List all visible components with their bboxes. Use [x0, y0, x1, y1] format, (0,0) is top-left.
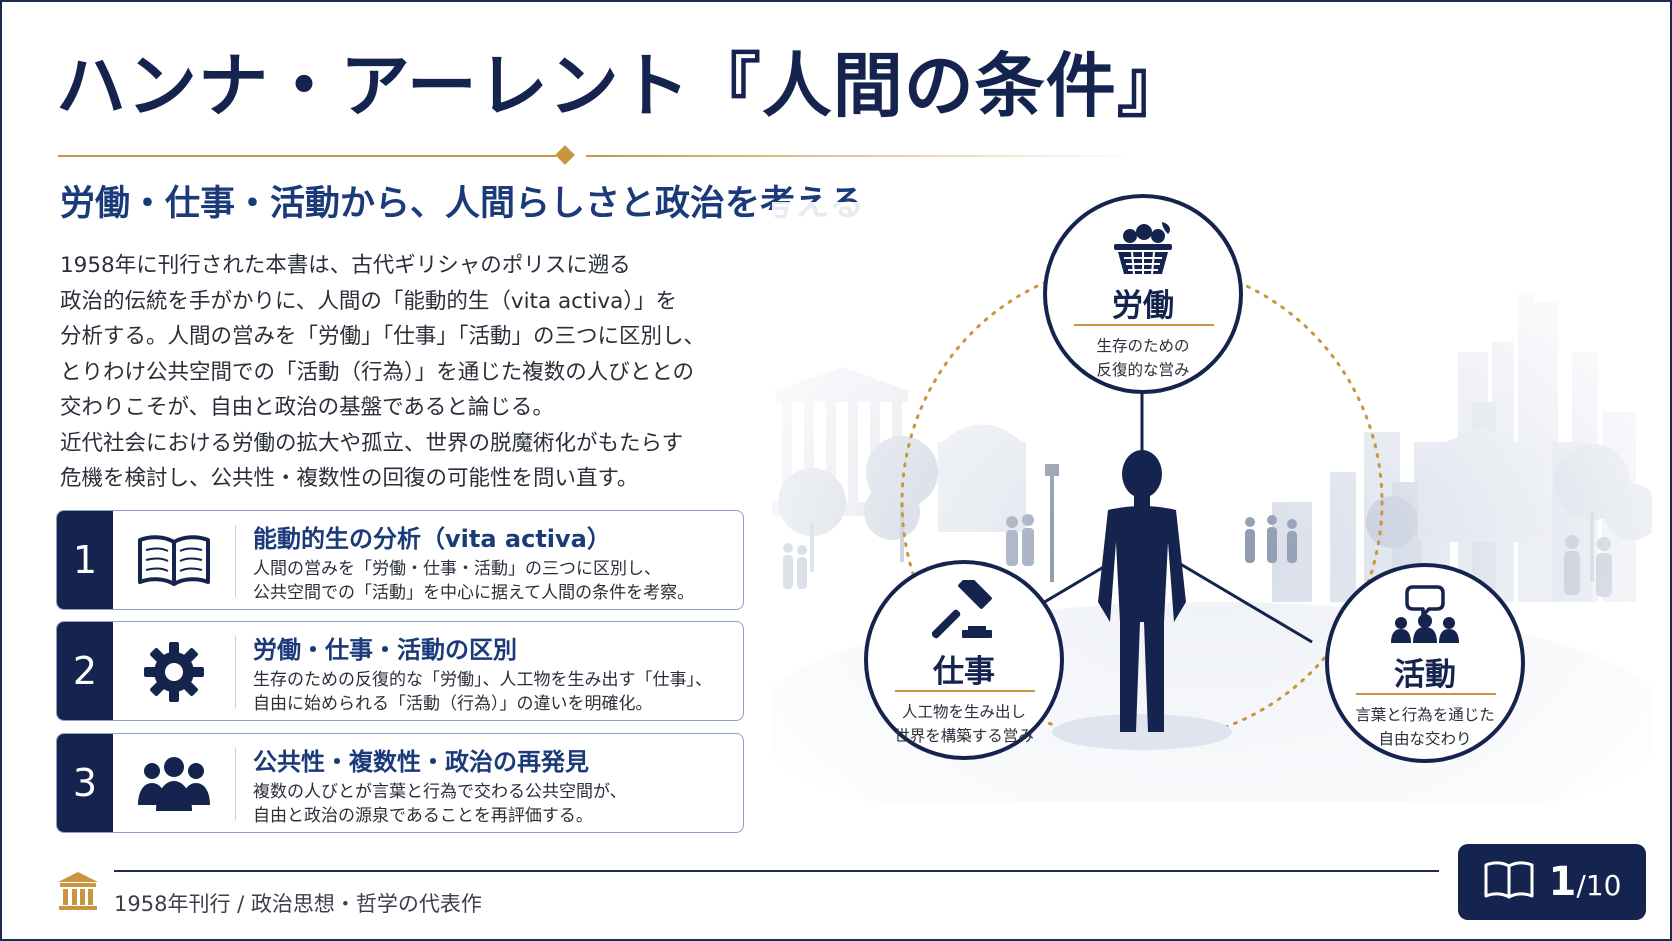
point-card-1: 1 能動的生の分析（vita activa） 人間の営みを「労働・仕事・活動」の… [56, 510, 744, 610]
page-current: 1 [1548, 859, 1577, 905]
open-book-icon [131, 529, 217, 593]
intro-paragraph: 1958年に刊行された本書は、古代ギリシャのポリスに遡る 政治的伝統を手がかりに… [60, 248, 740, 497]
card-number: 1 [57, 511, 113, 609]
card-description-line: 人間の営みを「労働・仕事・活動」の三つに区別し、 [253, 559, 661, 579]
intro-line: 近代社会における労働の拡大や孤立、世界の脱魔術化がもたらす [60, 430, 684, 456]
page-total: /10 [1576, 869, 1622, 902]
intro-line: 交わりこそが、自由と政治の基盤であると論じる。 [60, 395, 554, 420]
intro-line: 危機を検討し、公共性・複数性の回復の可能性を問い直す。 [60, 466, 639, 491]
title-underline-right [586, 155, 1134, 157]
person-silhouette-icon [1098, 450, 1186, 732]
title-diamond-ornament [555, 145, 575, 165]
book-icon [1483, 860, 1535, 904]
footer-text: 1958年刊行 / 政治思想・哲学の代表作 [114, 892, 482, 916]
card-description-line: 公共空間での「活動」を中心に据えて人間の条件を考察。 [253, 583, 695, 603]
labor-node: 労働 生存のための 反復的な営み [1043, 194, 1243, 394]
node-title: 労働 [1112, 288, 1174, 324]
intro-line: 政治的伝統を手がかりに、人間の「能動的生（vita activa）」を [60, 288, 678, 314]
node-gold-rule [1356, 693, 1496, 695]
card-description: 複数の人びとが言葉と行為で交わる公共空間が、 自由と政治の源泉であることを再評価… [253, 780, 627, 828]
card-description: 生存のための反復的な「労働」、人工物を生み出す「仕事」、 自由に始められる「活動… [253, 668, 712, 716]
point-card-3: 3 公共性・複数性・政治の再発見 複数の人びとが言葉と行為で交わる公共空間が、 … [56, 733, 744, 833]
card-number: 2 [57, 622, 113, 720]
node-description: 人工物を生み出し 世界を構築する営み [868, 700, 1060, 748]
card-divider [235, 636, 236, 708]
card-divider [235, 525, 236, 597]
card-description-line: 自由と政治の源泉であることを再評価する。 [253, 806, 593, 826]
card-title: 公共性・複数性・政治の再発見 [253, 748, 589, 776]
node-description-line: 反復的な営み [1096, 361, 1190, 379]
page-indicator: 1/10 [1458, 844, 1646, 920]
page-title: ハンナ・アーレント『人間の条件』 [56, 45, 1188, 127]
node-description-line: 自由な交わり [1378, 730, 1472, 748]
node-title: 仕事 [933, 654, 995, 690]
footer-rule [114, 870, 1439, 872]
subtitle: 労働・仕事・活動から、人間らしさと政治を考える [60, 184, 864, 224]
card-title: 労働・仕事・活動の区別 [253, 636, 517, 664]
title-underline-left [58, 155, 556, 157]
intro-line: とりわけ公共空間での「活動（行為）」を通じた複数の人びととの [60, 359, 695, 385]
concept-diagram: 労働 生存のための 反復的な営み 仕事 [752, 194, 1670, 842]
hammer-icon [931, 575, 996, 648]
work-node: 仕事 人工物を生み出し 世界を構築する営み [864, 560, 1064, 760]
node-description: 言葉と行為を通じた 自由な交わり [1329, 703, 1521, 751]
card-description-line: 自由に始められる「活動（行為）」の違いを明確化。 [253, 694, 653, 714]
node-description-line: 世界を構築する営み [894, 727, 1034, 745]
card-divider [235, 748, 236, 820]
node-description-line: 人工物を生み出し [901, 703, 1026, 721]
people-group-icon [131, 752, 217, 816]
card-description-line: 生存のための反復的な「労働」、人工物を生み出す「仕事」、 [253, 670, 712, 690]
gear-icon [131, 640, 217, 704]
point-card-2: 2 労働・仕事・活動の区別 生存のための反復的な「労働」、人 [56, 621, 744, 721]
node-title: 活動 [1394, 657, 1456, 693]
node-gold-rule [1074, 324, 1214, 326]
card-description-line: 複数の人びとが言葉と行為で交わる公共空間が、 [253, 782, 627, 802]
node-description-line: 言葉と行為を通じた [1355, 706, 1495, 724]
node-description: 生存のための 反復的な営み [1047, 334, 1239, 382]
node-description-line: 生存のための [1096, 337, 1190, 355]
action-node: 活動 言葉と行為を通じた 自由な交わり [1325, 563, 1525, 763]
card-number: 3 [57, 734, 113, 832]
card-title: 能動的生の分析（vita activa） [253, 525, 611, 553]
card-description: 人間の営みを「労働・仕事・活動」の三つに区別し、 公共空間での「活動」を中心に据… [253, 557, 694, 605]
intro-line: 1958年に刊行された本書は、古代ギリシャのポリスに遡る [60, 253, 631, 278]
dialogue-people-icon [1389, 583, 1461, 649]
basket-icon [1110, 220, 1176, 280]
node-gold-rule [895, 690, 1035, 692]
classical-building-icon [56, 870, 100, 918]
intro-line: 分析する。人間の営みを「労働」「仕事」「活動」の三つに区別し、 [60, 324, 706, 349]
